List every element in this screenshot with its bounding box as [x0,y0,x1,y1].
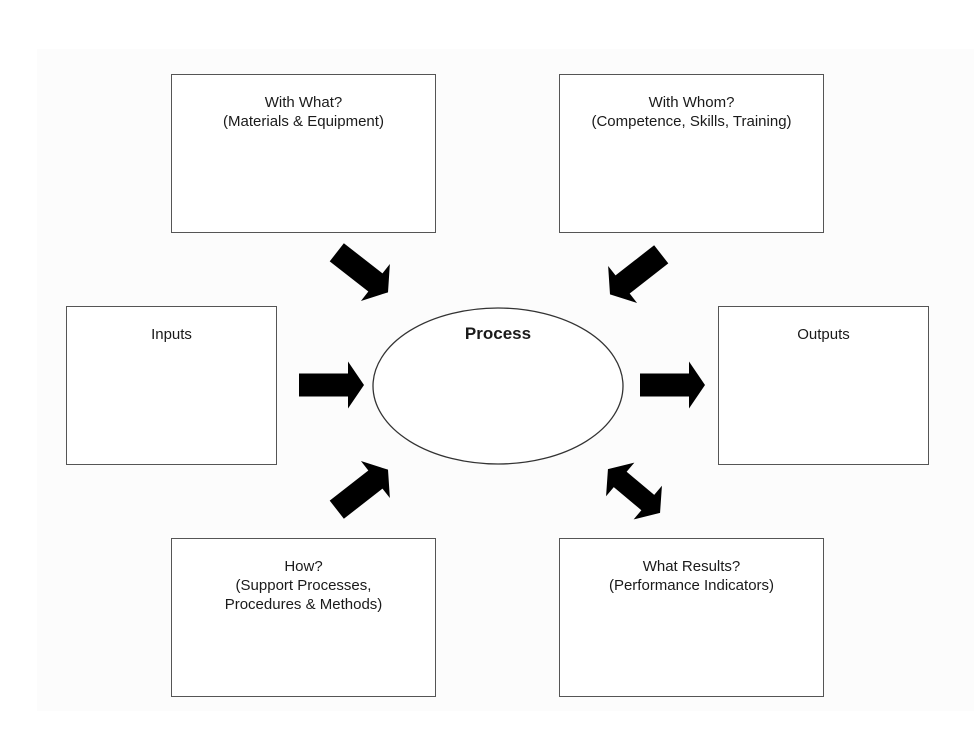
how-subtitle: (Support Processes, Procedures & Methods… [224,577,383,613]
process-label: Process [464,324,532,343]
inputs-title: Inputs [151,326,192,343]
outputs-title: Outputs [797,326,850,343]
what-results-subtitle: (Performance Indicators) [608,577,775,594]
what-results-box: What Results? (Performance Indicators) [559,538,824,697]
with-whom-box: With Whom? (Competence, Skills, Training… [559,74,824,233]
outputs-box: Outputs [718,306,929,465]
how-title: How? [284,558,323,575]
inputs-box: Inputs [66,306,277,465]
how-box: How? (Support Processes, Procedures & Me… [171,538,436,697]
with-what-subtitle: (Materials & Equipment) [223,113,384,130]
what-results-title: What Results? [642,558,741,575]
with-what-box: With What? (Materials & Equipment) [171,74,436,233]
with-whom-subtitle: (Competence, Skills, Training) [591,113,792,130]
with-whom-title: With Whom? [648,94,735,111]
with-what-title: With What? [264,94,343,111]
